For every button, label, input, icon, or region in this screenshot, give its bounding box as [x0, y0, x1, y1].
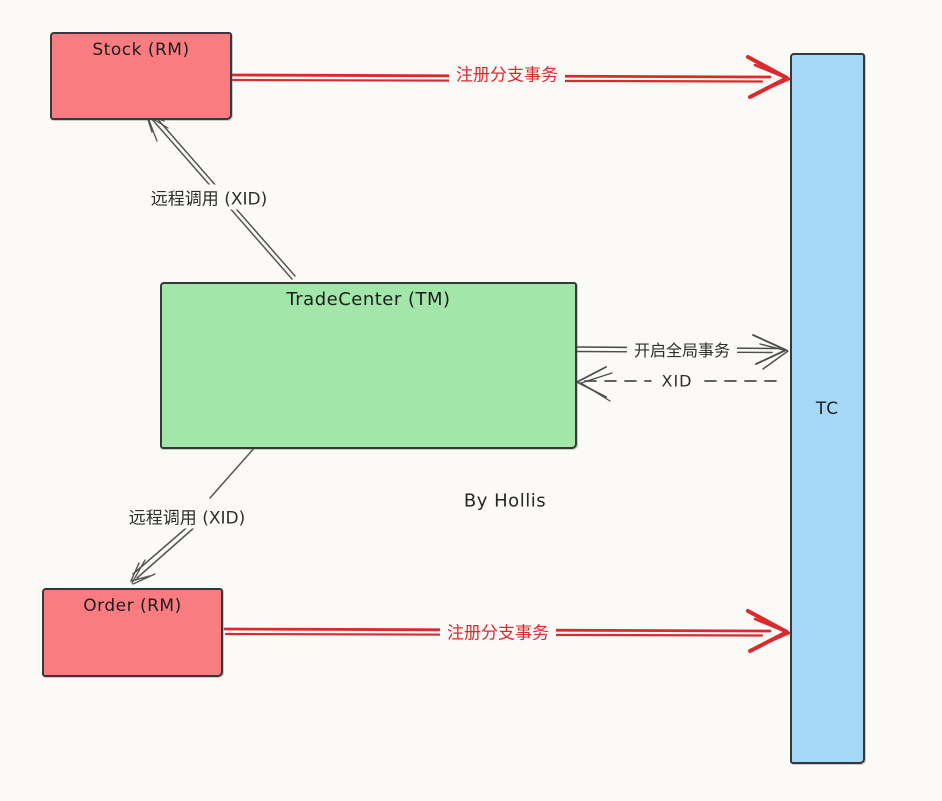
edge-label-open-global: 开启全局事务 [626, 337, 738, 361]
node-tc-bar: TC [790, 53, 865, 764]
node-tc-label: TC [815, 398, 840, 419]
node-tradecenter-label: TradeCenter (TM) [286, 289, 451, 310]
edge-remote-call-order-arrow [130, 445, 257, 585]
edge-label-remote-call-upper: 远程调用 (XID) [143, 184, 275, 210]
node-stock-rm: Stock (RM) [50, 32, 232, 120]
node-tradecenter-tm: TradeCenter (TM) [160, 282, 577, 449]
node-order-label: Order (RM) [83, 596, 182, 616]
edge-label-register-branch-top: 注册分支事务 [449, 60, 565, 86]
edge-label-xid: XID [651, 371, 703, 391]
node-order-rm: Order (RM) [42, 588, 223, 677]
edge-label-register-branch-bottom: 注册分支事务 [440, 618, 556, 644]
node-stock-label: Stock (RM) [92, 40, 190, 60]
signature-text: By Hollis [463, 490, 547, 512]
edge-label-remote-call-lower: 远程调用 (XID) [121, 503, 253, 529]
